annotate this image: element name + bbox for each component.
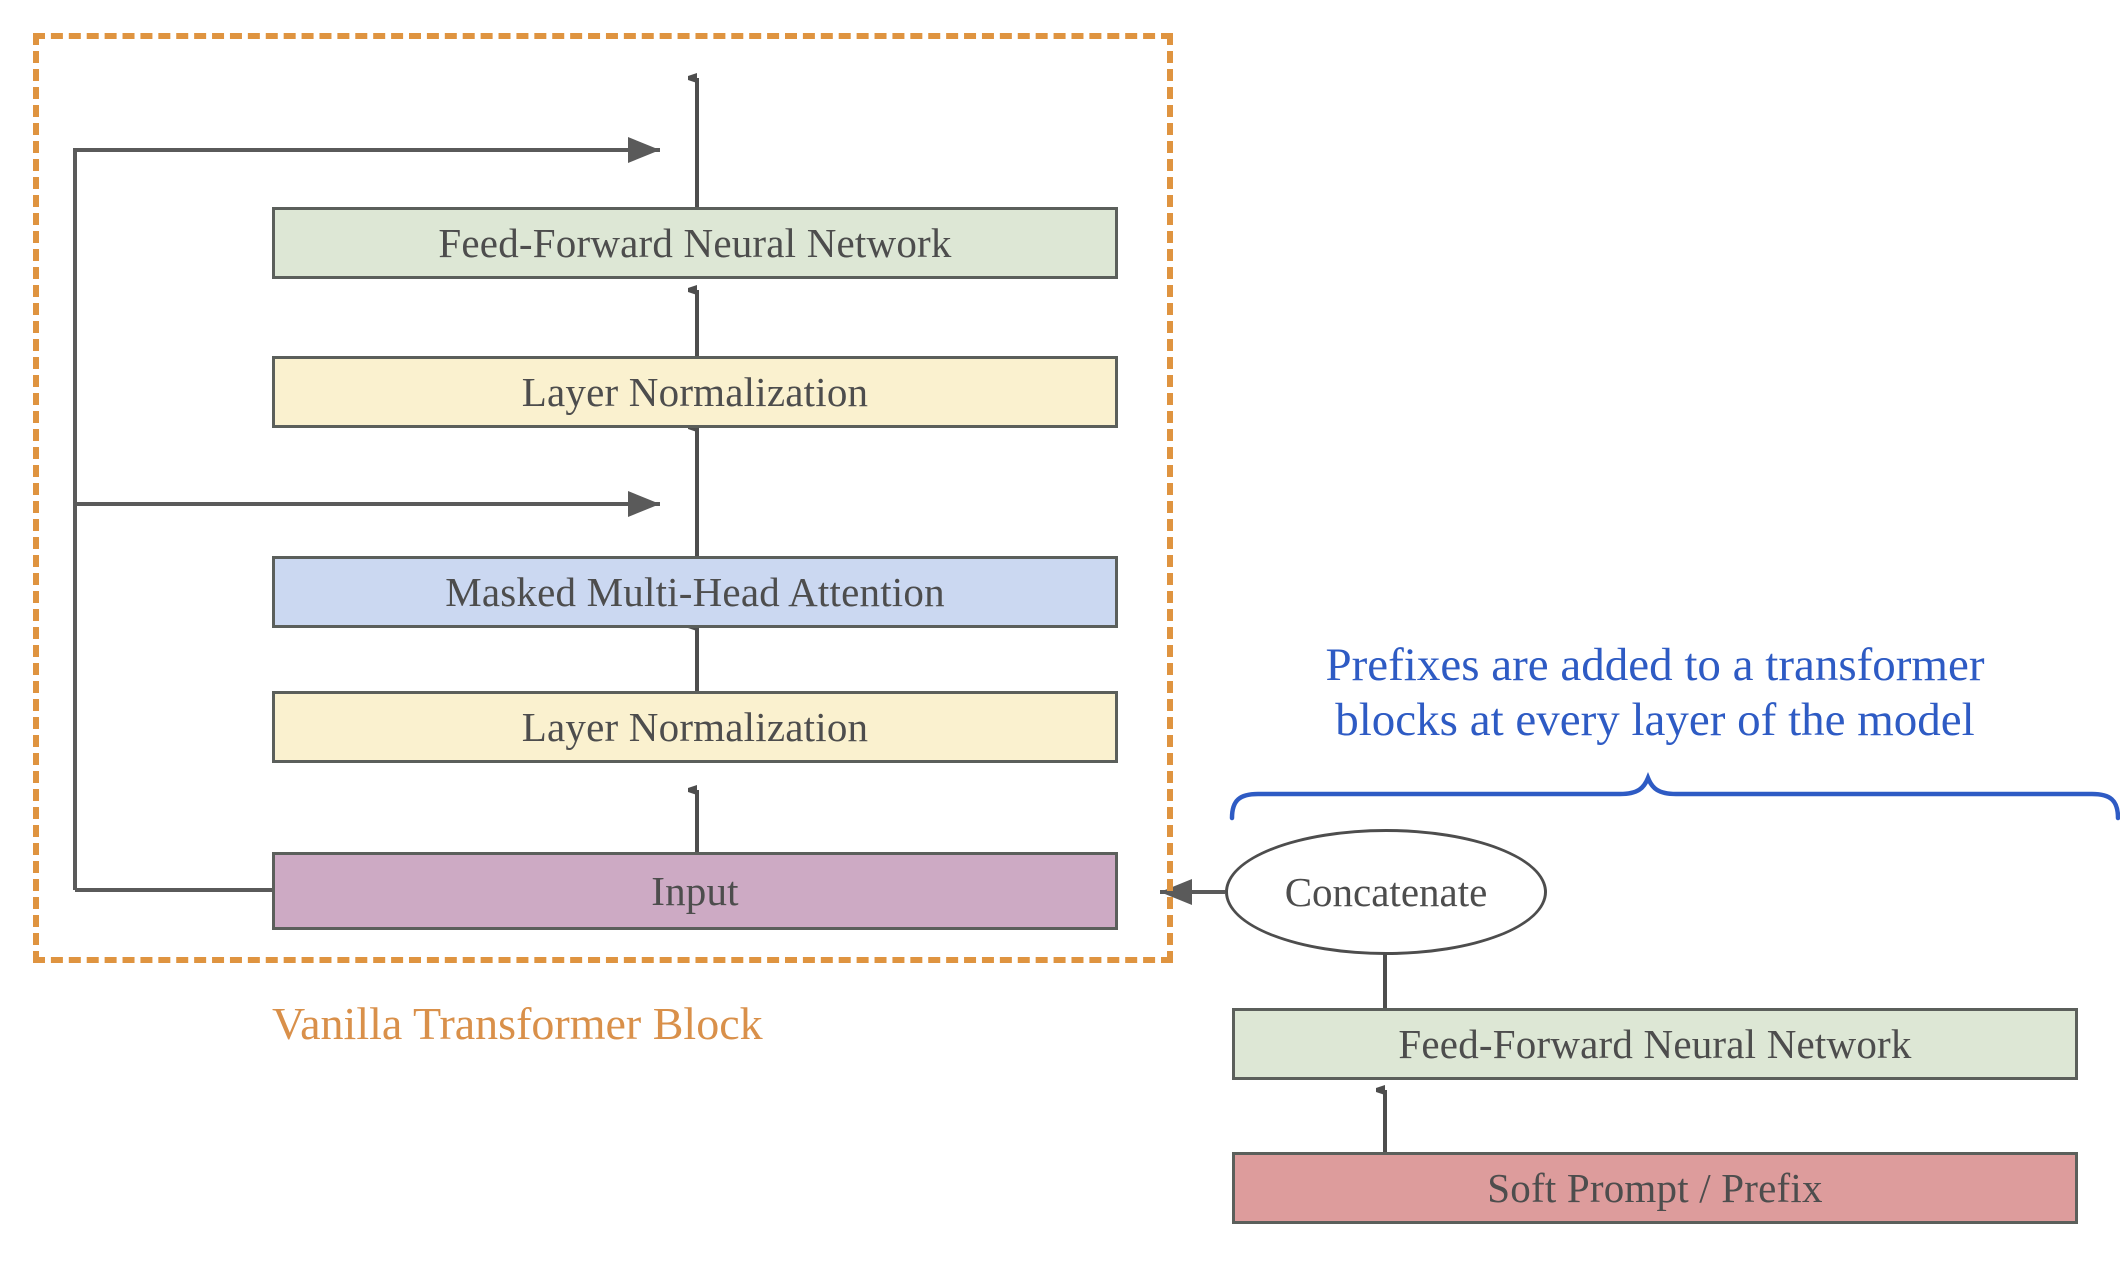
node-label: Layer Normalization <box>521 703 869 750</box>
prefix-annotation-line-2: blocks at every layer of the model <box>1335 693 1975 746</box>
prefix-annotation-line-1: Prefixes are added to a transformer <box>1325 639 1985 691</box>
node-soft-prompt-prefix[interactable]: Soft Prompt / Prefix <box>1232 1152 2078 1224</box>
node-label: Soft Prompt / Prefix <box>1487 1164 1823 1211</box>
node-masked-multi-head-attention[interactable]: Masked Multi-Head Attention <box>272 556 1118 628</box>
annotation-brace <box>1229 771 2120 821</box>
prefix-annotation-text: Prefixes are added to a transformer bloc… <box>1190 638 2120 747</box>
node-label: Layer Normalization <box>521 368 869 415</box>
node-concatenate[interactable]: Concatenate <box>1225 829 1547 955</box>
node-feed-forward-neural-network-prefix[interactable]: Feed-Forward Neural Network <box>1232 1008 2078 1080</box>
edge-residual-upper <box>73 137 660 890</box>
node-label: Feed-Forward Neural Network <box>438 219 952 266</box>
node-layer-normalization-1[interactable]: Layer Normalization <box>272 691 1118 763</box>
node-label: Input <box>651 867 739 914</box>
caption-text: Vanilla Transformer Block <box>272 998 763 1049</box>
vanilla-transformer-block-caption: Vanilla Transformer Block <box>272 998 763 1049</box>
node-input[interactable]: Input <box>272 852 1118 930</box>
node-label: Concatenate <box>1284 869 1488 915</box>
vanilla-transformer-group-box <box>33 33 1173 963</box>
node-label: Masked Multi-Head Attention <box>445 568 945 615</box>
node-label: Feed-Forward Neural Network <box>1398 1020 1912 1067</box>
node-layer-normalization-2[interactable]: Layer Normalization <box>272 356 1118 428</box>
node-feed-forward-neural-network-top[interactable]: Feed-Forward Neural Network <box>272 207 1118 279</box>
